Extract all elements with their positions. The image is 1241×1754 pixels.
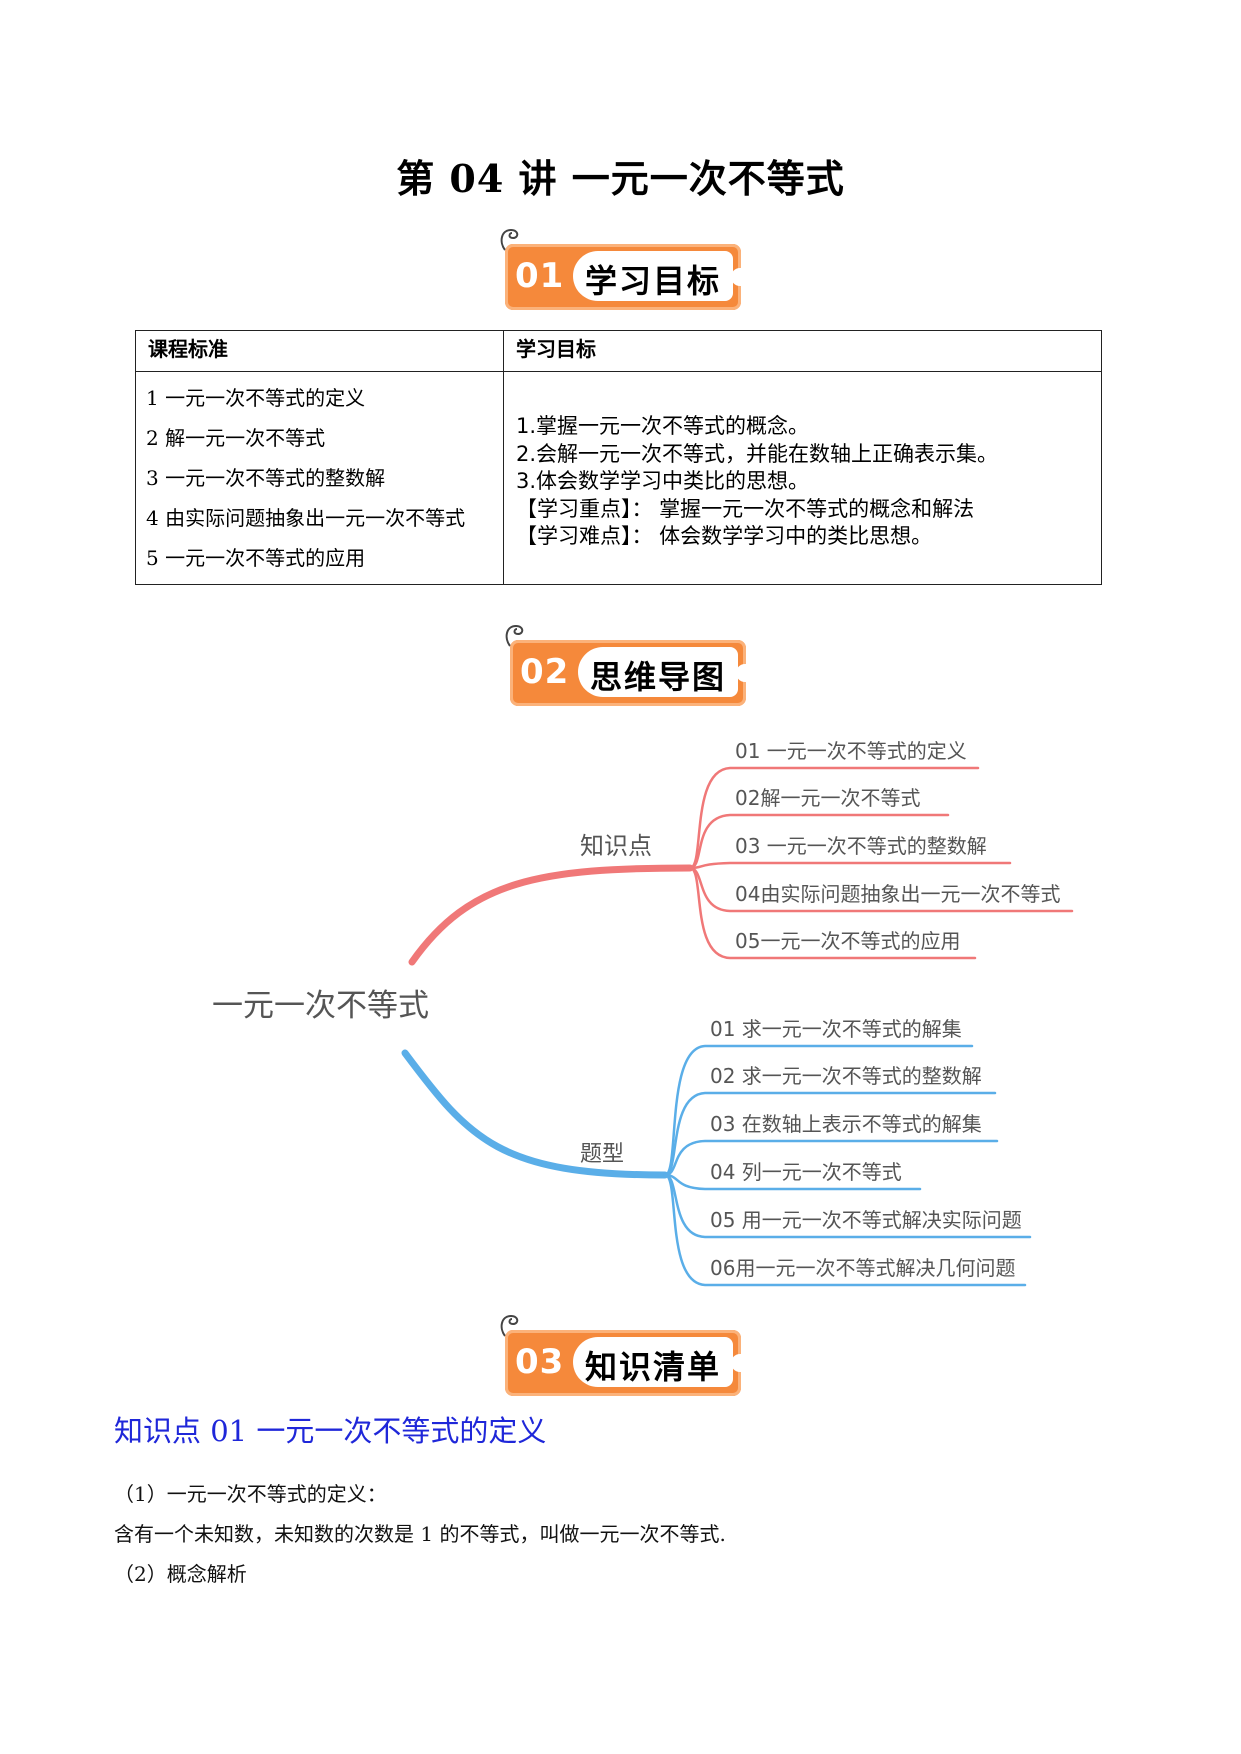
leaf-connector (663, 1173, 1027, 1287)
paragraph: 含有一个未知数，未知数的次数是 1 的不等式，叫做一元一次不等式. (114, 1522, 726, 1546)
mindmap-leaf: 01 一元一次不等式的定义 (735, 739, 967, 763)
standard-item: 1 一元一次不等式的定义 (146, 386, 366, 410)
objective-item: 1.掌握一元一次不等式的概念。 (516, 414, 810, 439)
mindmap-leaf: 04由实际问题抽象出一元一次不等式 (735, 882, 1060, 906)
mindmap-leaf: 03 在数轴上表示不等式的解集 (710, 1112, 982, 1136)
learning-goals-table: 课程标准 学习目标 1 一元一次不等式的定义 2 解一元一次不等式 3 一元一次… (135, 330, 1102, 585)
paragraph: （1）一元一次不等式的定义： (114, 1482, 387, 1506)
section-number: 03 (515, 1342, 565, 1382)
standards-cell: 1 一元一次不等式的定义 2 解一元一次不等式 3 一元一次不等式的整数解 4 … (135, 371, 504, 585)
table-header-standards: 课程标准 (135, 330, 504, 372)
section-badge-02: 02 思维导图 (505, 624, 748, 706)
leaf-connector (688, 766, 980, 870)
section-badge-03: 03 知识清单 (500, 1314, 743, 1396)
section-label: 学习目标 (585, 262, 722, 300)
mindmap-leaf: 05 用一元一次不等式解决实际问题 (710, 1208, 1022, 1232)
hook-icon (500, 228, 519, 251)
section-label: 思维导图 (590, 658, 727, 696)
document-title: 第 04 讲 一元一次不等式 (396, 156, 845, 201)
leaf-connector (688, 861, 1012, 870)
root-to-types-curve (401, 1049, 669, 1179)
section-label: 知识清单 (585, 1348, 722, 1386)
mindmap-blue-branch (401, 1044, 1032, 1287)
paragraph: （2）概念解析 (114, 1562, 247, 1586)
objectives-cell: 1.掌握一元一次不等式的概念。 2.会解一元一次不等式，并能在数轴上正确表示集。… (503, 371, 1102, 585)
leaf-connector (663, 1091, 997, 1177)
mindmap-leaf: 02 求一元一次不等式的整数解 (710, 1064, 982, 1088)
hook-icon (505, 624, 524, 647)
standard-item: 4 由实际问题抽象出一元一次不等式 (146, 506, 466, 530)
mindmap-leaf: 03 一元一次不等式的整数解 (735, 834, 987, 858)
root-to-knowledge-curve (408, 864, 694, 966)
objective-item: 2.会解一元一次不等式，并能在数轴上正确表示集。 (516, 441, 999, 466)
mindmap-leaf: 01 求一元一次不等式的解集 (710, 1017, 962, 1041)
mindmap-red-branch (408, 766, 1074, 966)
objective-item: 3.体会数学学习中类比的思想。 (516, 469, 810, 494)
section-number: 01 (515, 256, 565, 296)
leaf-connector (688, 866, 977, 960)
mindmap-leaf: 02解一元一次不等式 (735, 786, 920, 810)
mindmap-branch-knowledge: 知识点 (580, 832, 652, 860)
section-badge-01: 01 学习目标 (500, 228, 743, 310)
objective-item: 【学习难点】： 体会数学学习中的类比思想。 (516, 524, 933, 549)
mindmap-leaf: 04 列一元一次不等式 (710, 1160, 902, 1184)
standard-item: 3 一元一次不等式的整数解 (146, 466, 386, 490)
mindmap-leaf: 05一元一次不等式的应用 (735, 929, 960, 953)
table-header-objectives: 学习目标 (503, 330, 1102, 372)
section-number: 02 (520, 652, 570, 692)
mindmap-root: 一元一次不等式 (212, 988, 429, 1024)
knowledge-point-heading: 知识点 01 一元一次不等式的定义 (114, 1414, 547, 1448)
mindmap-branch-types: 题型 (580, 1142, 624, 1167)
objective-item: 【学习重点】： 掌握一元一次不等式的概念和解法 (516, 496, 975, 521)
standard-item: 2 解一元一次不等式 (146, 426, 326, 450)
standard-item: 5 一元一次不等式的应用 (146, 546, 366, 570)
mindmap-leaf: 06用一元一次不等式解决几何问题 (710, 1256, 1015, 1280)
leaf-connector (663, 1139, 999, 1177)
hook-icon (500, 1314, 519, 1337)
leaf-connector (688, 813, 950, 870)
